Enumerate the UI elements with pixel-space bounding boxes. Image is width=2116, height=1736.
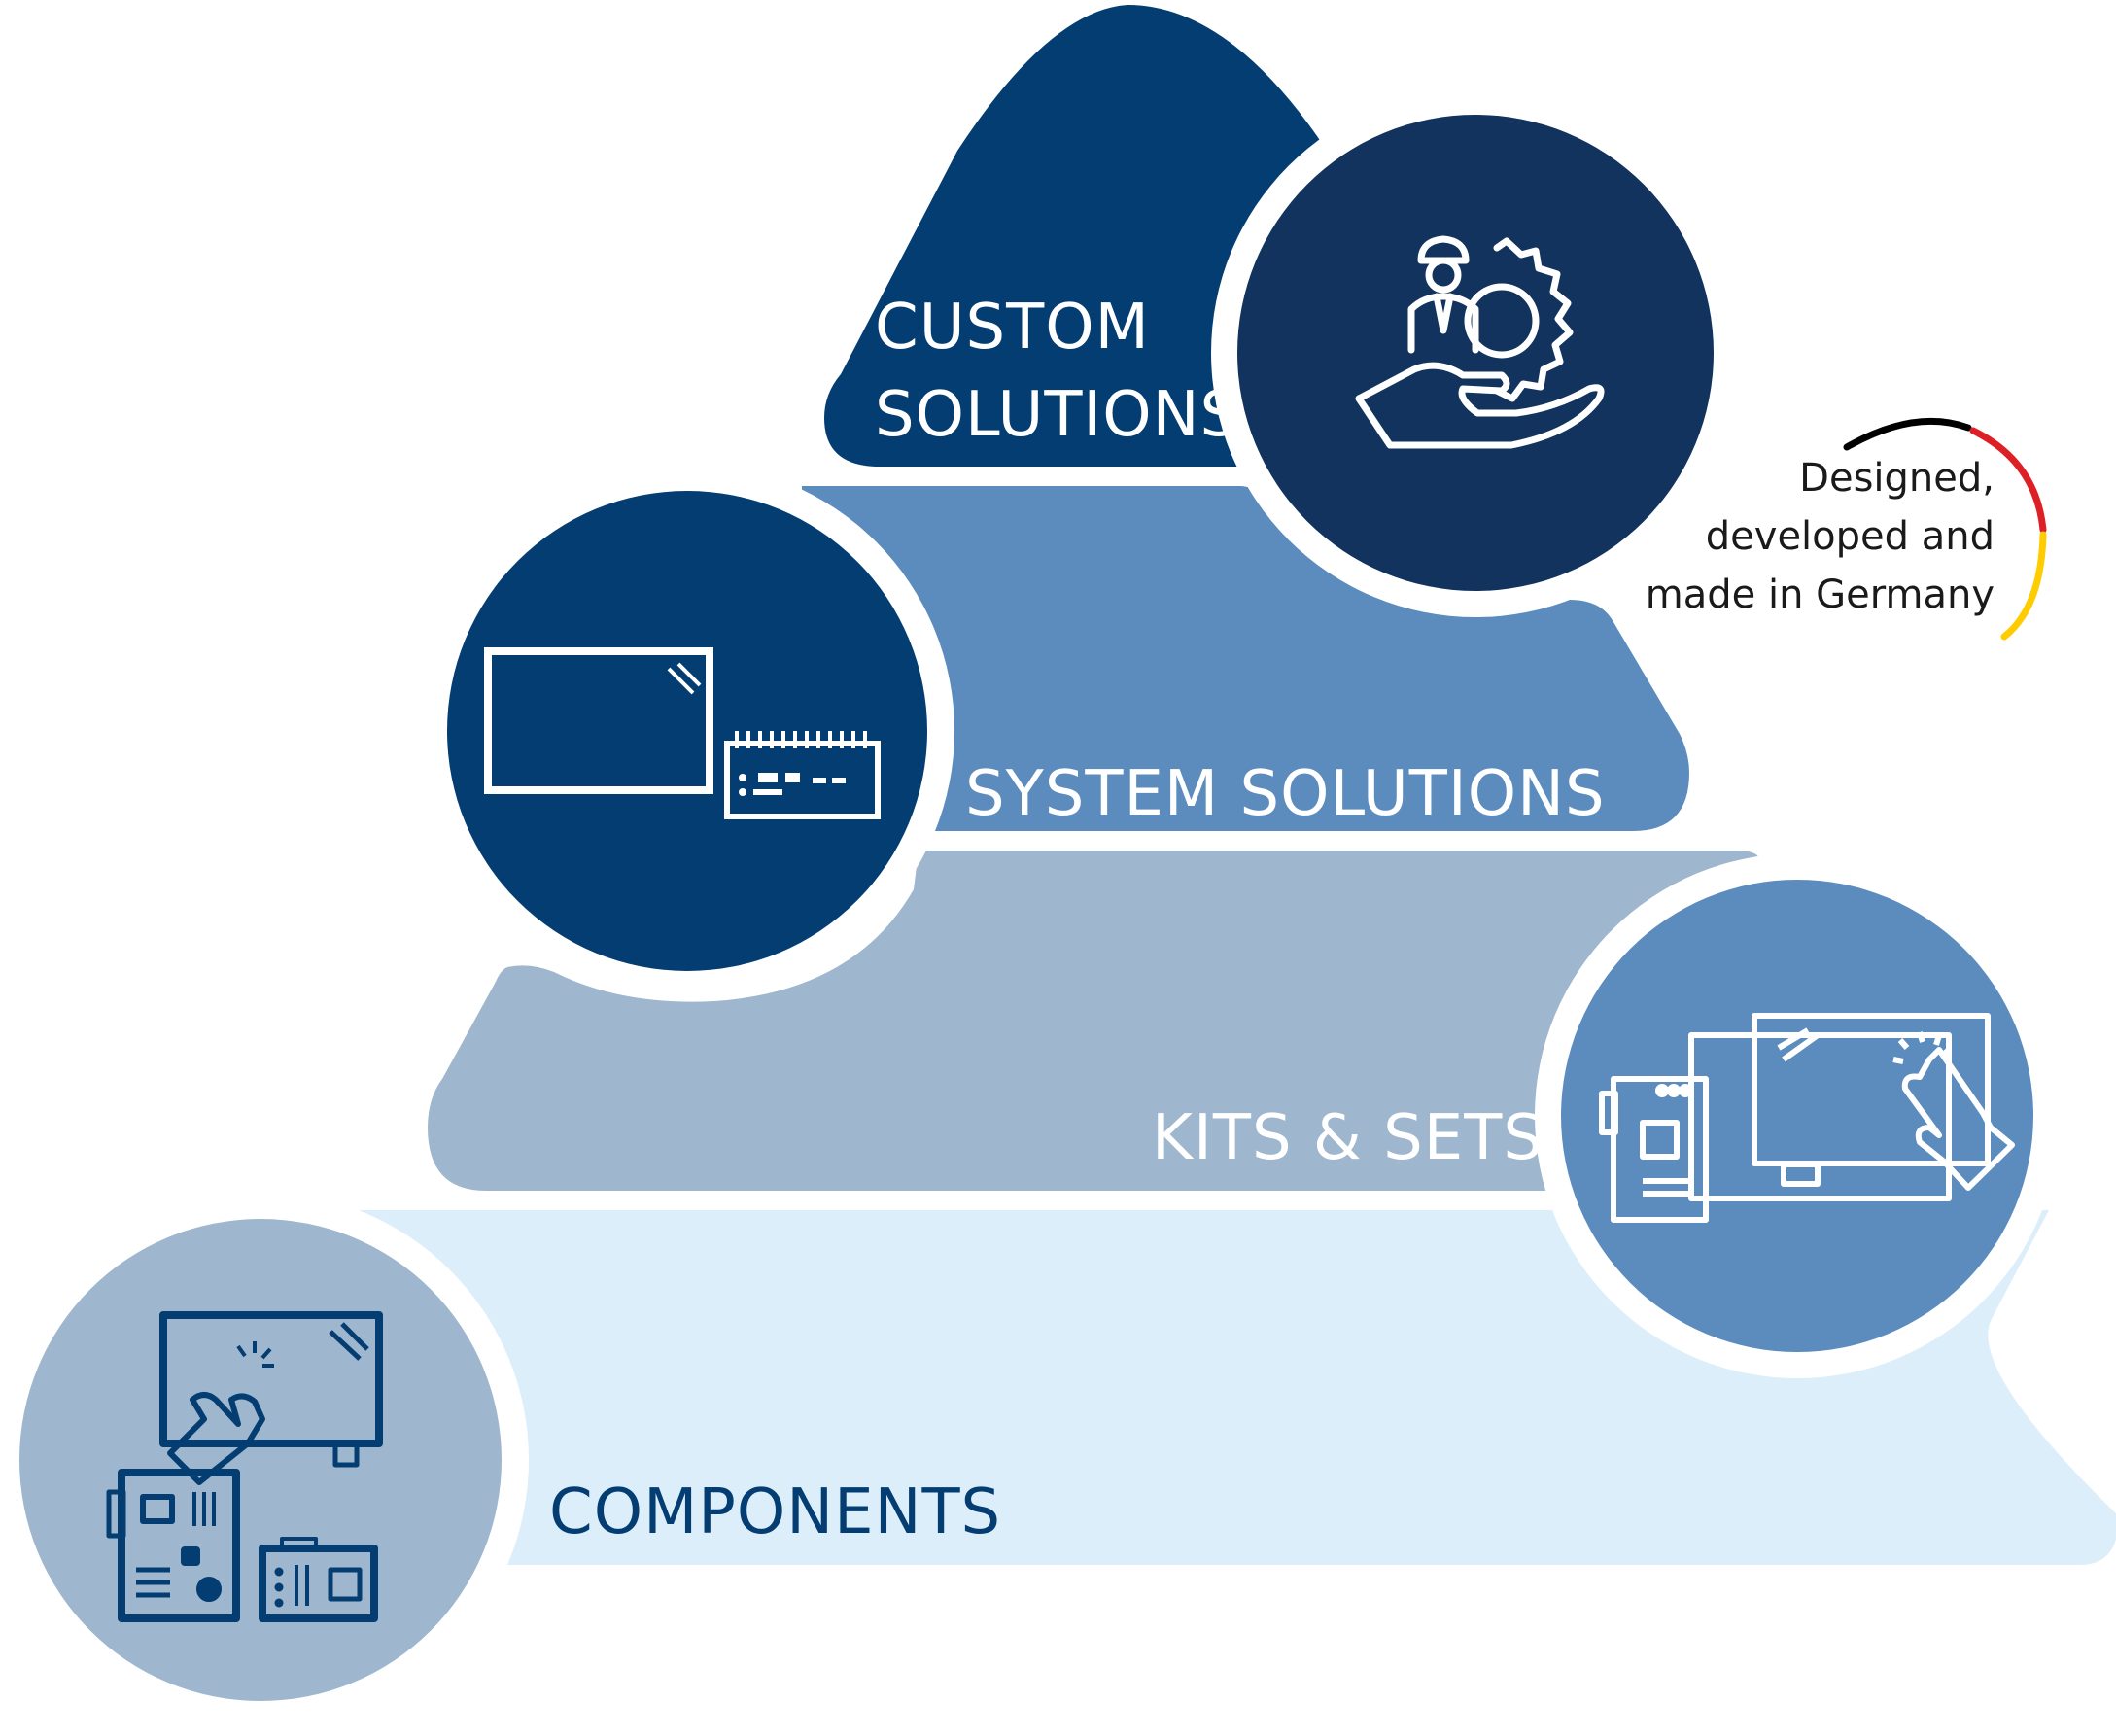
badge-line1: Designed, (1799, 456, 1995, 501)
custom-band (824, 5, 1327, 467)
made-in-germany-badge: Designed, developed and made in Germany (1646, 417, 2047, 641)
board-display-touch-kit-icon (1599, 1013, 2015, 1223)
custom-label-line2: SOLUTIONS (875, 379, 1240, 451)
system-label: SYSTEM SOLUTIONS (965, 758, 1606, 830)
badge-line3: made in Germany (1646, 573, 1995, 617)
kits-circle (1561, 880, 2033, 1352)
kits-label: KITS & SETS (1152, 1102, 1544, 1174)
flag-arc-black (1843, 417, 1972, 451)
kits-band (428, 851, 1759, 1191)
panel-display-and-box-pc-icon (484, 647, 881, 819)
system-band (802, 486, 1689, 831)
display-board-components-icon (106, 1311, 383, 1622)
custom-label-line1: CUSTOM (875, 292, 1150, 364)
engineer-gear-hand-icon (1355, 235, 1605, 449)
components-circle (19, 1219, 502, 1701)
flag-arc-red (1969, 427, 2047, 534)
badge-line2: developed and (1706, 514, 1995, 559)
flag-arc-gold (2000, 531, 2047, 641)
components-label: COMPONENTS (549, 1476, 1001, 1548)
system-circle (447, 491, 927, 971)
